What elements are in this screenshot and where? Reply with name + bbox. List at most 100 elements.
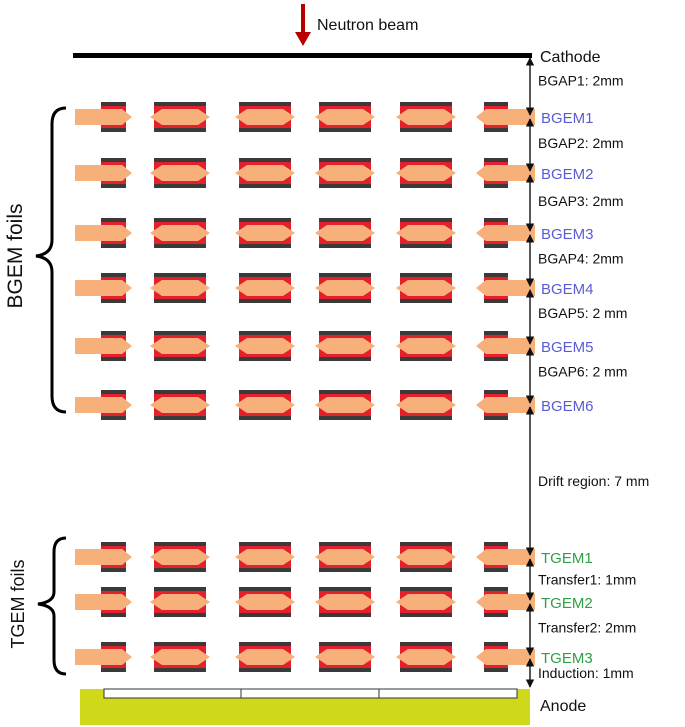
bgem-brace [35,106,67,414]
anode-readout-strip-1 [103,688,242,699]
foil-segment [235,587,295,617]
foil-bgem4: BGEM4 [75,273,594,303]
foil-substrate-left [75,109,132,125]
foil-segment [150,587,210,617]
foil-substrate [396,338,456,354]
foil-bgem5: BGEM5 [75,331,594,361]
foil-substrate [315,649,375,665]
foil-substrate [315,280,375,296]
foil-substrate [396,594,456,610]
foil-label-bgem5: BGEM5 [541,339,594,356]
foil-segment [315,158,375,188]
foil-segment [150,158,210,188]
foil-substrate-left [75,165,132,181]
foil-substrate [315,594,375,610]
foil-segment [396,102,456,132]
foil-label-tgem2: TGEM2 [541,595,593,612]
foil-substrate [315,549,375,565]
gap-dimension-5: BGAP5: 2 mm [525,289,627,345]
foil-segment [396,331,456,361]
gap-dimension-10: Induction: 1mm [525,658,634,688]
foil-segment [396,587,456,617]
foil-label-bgem3: BGEM3 [541,226,594,243]
neutron-beam-arrow-head [295,32,311,46]
gap-dimension-3: BGAP3: 2mm [525,174,624,232]
foil-substrate [396,165,456,181]
foil-substrate [315,109,375,125]
foil-segment [396,642,456,672]
foil-substrate [315,338,375,354]
tgem-brace [37,536,67,676]
foil-substrate [396,397,456,413]
foil-bgem2: BGEM2 [75,158,594,188]
foil-label-bgem4: BGEM4 [541,281,594,298]
foil-substrate-right [476,280,535,296]
foil-segment [315,390,375,420]
foil-substrate [396,109,456,125]
gap-dimension-1: BGAP1: 2mm [525,57,624,116]
foil-segment [235,273,295,303]
foil-segment [150,102,210,132]
foil-label-bgem6: BGEM6 [541,398,594,415]
foil-segment [315,331,375,361]
foil-segment [235,158,295,188]
gap-dimension-label: BGAP5: 2 mm [538,305,627,321]
foil-segment [150,218,210,248]
foil-segment [235,642,295,672]
foil-substrate [315,165,375,181]
foil-substrate [396,225,456,241]
foil-substrate-right [476,397,535,413]
foil-label-bgem2: BGEM2 [541,166,594,183]
foil-bgem1: BGEM1 [75,102,594,132]
foil-substrate [315,397,375,413]
foil-segment [396,218,456,248]
foil-segment [150,642,210,672]
gap-dimension-label: Transfer1: 1mm [538,572,636,588]
foil-segment [315,642,375,672]
foil-substrate [235,165,295,181]
foil-substrate-left [75,594,132,610]
foil-segment [235,331,295,361]
tgem-group-label: TGEM foils [8,559,28,648]
gap-dimension-label: BGAP1: 2mm [538,73,624,89]
anode-readout-strip-2 [240,688,380,699]
foil-substrate [235,549,295,565]
foil-substrate-left [75,338,132,354]
foil-substrate-right [476,165,535,181]
gap-dimension-2: BGAP2: 2mm [525,118,624,172]
foil-segment [235,218,295,248]
foil-substrate [235,109,295,125]
foil-tgem2: TGEM2 [75,587,593,617]
foil-substrate-left [75,397,132,413]
foil-substrate [150,549,210,565]
gap-dimension-6: BGAP6: 2 mm [525,347,627,404]
foil-substrate-right [476,109,535,125]
foil-substrate [235,225,295,241]
foil-segment [235,542,295,572]
foil-segment [396,158,456,188]
foil-substrate [315,225,375,241]
foil-segment [315,218,375,248]
gap-dimension-label: Drift region: 7 mm [538,473,649,489]
foil-substrate-left [75,649,132,665]
foil-label-tgem1: TGEM1 [541,550,593,567]
foil-substrate [396,549,456,565]
foil-substrate [150,280,210,296]
foil-substrate [235,338,295,354]
gap-dimension-9: Transfer2: 2mm [525,603,636,656]
foil-segment [235,102,295,132]
gap-dimension-label: Transfer2: 2mm [538,620,636,636]
bgem-group-label: BGEM foils [4,203,27,308]
foil-substrate-right [476,225,535,241]
foil-substrate [396,280,456,296]
foil-segment [150,331,210,361]
anode-readout-strip-3 [378,688,518,699]
foil-substrate-left [75,549,132,565]
foil-label-bgem1: BGEM1 [541,110,594,127]
foil-substrate [235,280,295,296]
foil-bgem3: BGEM3 [75,218,594,248]
foil-substrate [396,649,456,665]
foil-substrate-right [476,549,535,565]
